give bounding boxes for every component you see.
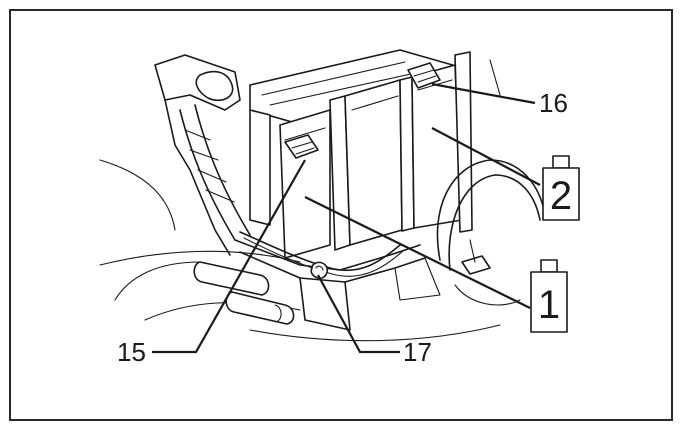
leader-15 xyxy=(152,159,306,354)
battery-number-2: 2 xyxy=(550,174,572,218)
leader-battery-2 xyxy=(431,127,541,186)
leader-battery-1 xyxy=(304,196,531,309)
leader-16 xyxy=(431,82,536,105)
leader-lines xyxy=(152,82,541,354)
callout-17: 17 xyxy=(403,337,432,367)
battery-symbol-2: 2 xyxy=(542,155,580,221)
battery-number-1: 1 xyxy=(538,283,560,327)
leader-17 xyxy=(317,274,400,354)
callout-15: 15 xyxy=(117,337,146,367)
battery-symbol-1: 1 xyxy=(530,259,568,333)
figure-frame xyxy=(9,9,673,421)
callout-16: 16 xyxy=(539,88,568,118)
